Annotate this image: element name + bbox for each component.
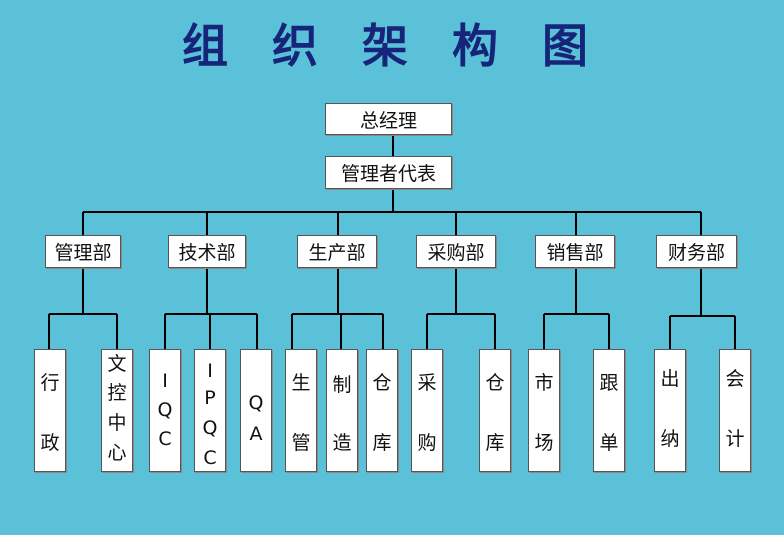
unit-market: 市 场 [528, 349, 560, 472]
unit-order-follow-up: 跟 单 [593, 349, 625, 472]
unit-iqc: I Q C [149, 349, 181, 472]
dept-production-box: 生产部 [297, 235, 377, 268]
unit-cashier: 出 纳 [654, 349, 686, 472]
unit-manufacturing: 制 造 [326, 349, 358, 472]
dept-sales-box: 销售部 [535, 235, 615, 268]
unit-procurement: 采 购 [411, 349, 443, 472]
unit-document-control-center: 文 控 中 心 [101, 349, 133, 472]
unit-purchasing-warehouse: 仓 库 [479, 349, 511, 472]
unit-administration: 行 政 [34, 349, 66, 472]
chart-title: 组 织 架 构 图 [181, 19, 603, 73]
dept-finance-box: 财务部 [656, 235, 737, 268]
dept-purchasing-box: 采购部 [416, 235, 496, 268]
unit-production-warehouse: 仓 库 [366, 349, 398, 472]
representative-box: 管理者代表 [325, 156, 452, 189]
unit-production-control: 生 管 [285, 349, 317, 472]
unit-accounting: 会 计 [719, 349, 751, 472]
ceo-box: 总经理 [325, 103, 452, 135]
unit-qa: Q A [240, 349, 272, 472]
unit-ipqc: I P Q C [194, 349, 226, 472]
dept-tech-box: 技术部 [168, 235, 246, 268]
dept-admin-box: 管理部 [45, 235, 121, 268]
